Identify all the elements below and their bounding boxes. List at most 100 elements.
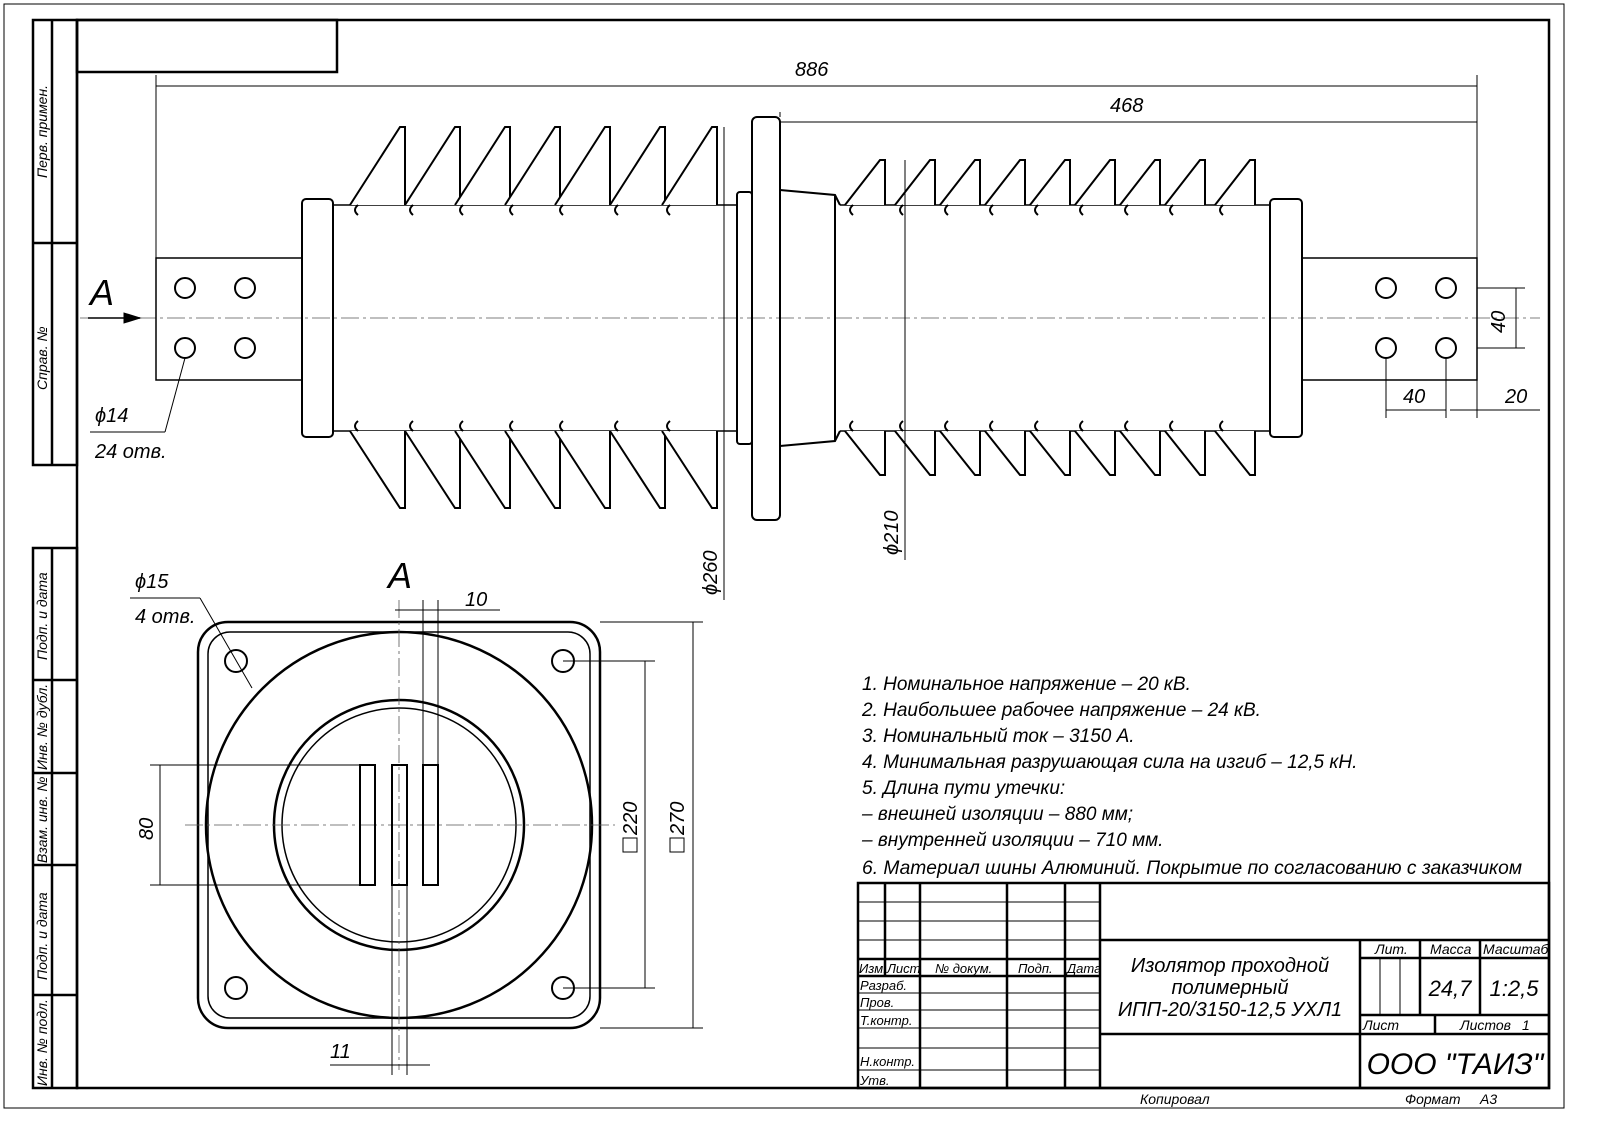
mounting-flange xyxy=(751,116,781,521)
hole-diameter-callout: ϕ14 xyxy=(95,405,128,427)
dim-hole-spacing-horizontal: 40 xyxy=(1403,386,1425,408)
role-approved: Утв. xyxy=(859,1073,890,1088)
busbar-hole xyxy=(1435,277,1457,299)
sheet-label: Лист xyxy=(1362,1017,1399,1033)
insulator-shed xyxy=(661,126,718,509)
drawing-frame xyxy=(75,18,1551,1090)
note-line: 1. Номинальное напряжение – 20 кВ. xyxy=(862,674,1191,695)
busbar-hole xyxy=(174,337,196,359)
busbar-slots xyxy=(359,764,439,886)
drawing-title-line: Изолятор проходной xyxy=(1131,955,1329,977)
sheets-label: Листов xyxy=(1459,1017,1511,1033)
col-header-doc-no: № докум. xyxy=(935,961,992,976)
insulator-shed xyxy=(844,159,886,476)
mass-label: Масса xyxy=(1430,941,1472,957)
busbar-hole xyxy=(1375,277,1397,299)
dim-hole-square-220: 220 xyxy=(620,802,642,836)
insulator-shed xyxy=(1119,159,1161,476)
stamp-label: Подп. и дата xyxy=(34,892,50,980)
role-tech-control: Т.контр. xyxy=(860,1013,912,1028)
drawing-title-line: ИПП-20/3150-12,5 УХЛ1 xyxy=(1118,999,1342,1021)
note-line: – внутренней изоляции – 710 мм. xyxy=(861,830,1163,851)
stamp-label: Взам. инв. № xyxy=(34,776,50,863)
role-norm-control: Н.контр. xyxy=(860,1054,915,1069)
insulator-shed xyxy=(454,126,511,509)
note-line: 4. Минимальная разрушающая сила на изгиб… xyxy=(862,752,1357,773)
stamp-label: Инв. № подл. xyxy=(34,999,50,1086)
note-line: 3. Номинальный ток – 3150 А. xyxy=(862,726,1135,747)
format-label: Формат xyxy=(1405,1091,1461,1107)
note-line: – внешней изоляции – 880 мм; xyxy=(861,804,1133,825)
copied-label: Копировал xyxy=(1140,1091,1210,1107)
lit-label: Лит. xyxy=(1374,941,1408,957)
insulator-side-view: 886 468 ϕ260 ϕ210 40 40 20 A ϕ14 24 отв. xyxy=(80,59,1540,600)
busbar-hole xyxy=(234,337,256,359)
left-end-cap xyxy=(301,198,334,438)
busbar-hole xyxy=(1435,337,1457,359)
title-block: Изм. Лист № докум. Подп. Дата Разраб. Пр… xyxy=(856,881,1551,1090)
stamp-label: Перв. примен. xyxy=(34,85,50,178)
insulator-sheds xyxy=(349,126,1256,509)
dim-plate-square-270: 270 xyxy=(667,802,689,836)
dim-shed-diameter-260: ϕ260 xyxy=(700,551,722,596)
note-line: 2. Наибольшее рабочее напряжение – 24 кВ… xyxy=(861,700,1261,721)
mounting-holes xyxy=(224,649,575,1000)
flange-cone xyxy=(779,189,841,447)
scale-label: Масштаб xyxy=(1483,941,1550,957)
drawing-title-line: полимерный xyxy=(1172,977,1289,999)
busbar-holes xyxy=(174,277,1457,359)
view-direction-label: A xyxy=(88,272,114,313)
dim-slot-width: 10 xyxy=(465,589,487,611)
insulator-shed xyxy=(939,159,981,476)
company-name: ООО "ТАИЗ" xyxy=(1367,1048,1545,1081)
col-header-date: Дата xyxy=(1065,961,1101,976)
dim-overall-length: 886 xyxy=(795,59,829,81)
dim-slot-length: 80 xyxy=(136,818,158,840)
view-a-title: A xyxy=(386,555,412,596)
left-busbar xyxy=(155,257,303,381)
insulator-shed xyxy=(1074,159,1116,476)
insulator-shed xyxy=(1214,159,1256,476)
right-end-cap xyxy=(1269,198,1303,438)
busbar-hole xyxy=(1375,337,1397,359)
insulator-shed xyxy=(1164,159,1206,476)
dim-shed-diameter-210: ϕ210 xyxy=(881,511,903,556)
insulator-shed xyxy=(404,126,461,509)
role-checker: Пров. xyxy=(860,995,894,1010)
dim-slot-gap: 11 xyxy=(330,1041,351,1063)
stamp-label: Инв. № дубл. xyxy=(34,684,50,770)
dim-hole-spacing-vertical: 40 xyxy=(1488,311,1510,333)
stamp-label: Подп. и дата xyxy=(34,572,50,660)
role-developer: Разраб. xyxy=(860,978,907,993)
note-line: 6. Материал шины Алюминий. Покрытие по с… xyxy=(862,858,1522,879)
scale-value: 1:2,5 xyxy=(1490,976,1540,1001)
top-left-stamp xyxy=(75,18,339,74)
mass-value: 24,7 xyxy=(1428,976,1473,1001)
insulator-shed xyxy=(554,126,611,509)
busbar-hole xyxy=(174,277,196,299)
dimensions xyxy=(88,75,1540,600)
technical-notes: 1. Номинальное напряжение – 20 кВ. 2. На… xyxy=(861,674,1522,879)
col-header-sheet: Лист xyxy=(886,961,921,976)
sheet-border xyxy=(3,3,1565,1109)
view-a-end-view: A 10 11 80 xyxy=(130,555,703,1075)
mounting-hole-diameter: ϕ15 xyxy=(135,571,169,593)
insulator-shed xyxy=(894,159,936,476)
mounting-hole-count: 4 отв. xyxy=(135,606,195,628)
note-line: 5. Длина пути утечки: xyxy=(862,778,1065,799)
insulator-shed xyxy=(349,126,406,509)
insulator-shed xyxy=(1029,159,1071,476)
dim-edge-distance: 20 xyxy=(1504,386,1527,408)
col-header-signature: Подп. xyxy=(1018,961,1053,976)
busbar-hole xyxy=(234,277,256,299)
right-busbar xyxy=(1301,257,1478,381)
hole-count-callout: 24 отв. xyxy=(94,441,167,463)
side-stamp: Перв. примен. Справ. № Подп. и дата Инв.… xyxy=(31,18,79,1090)
insulator-shed xyxy=(984,159,1026,476)
insulator-shed xyxy=(504,126,561,509)
col-header-change: Изм. xyxy=(859,961,887,976)
sheets-value: 1 xyxy=(1522,1017,1530,1033)
format-value: А3 xyxy=(1479,1091,1497,1107)
insulator-shed xyxy=(609,126,666,509)
